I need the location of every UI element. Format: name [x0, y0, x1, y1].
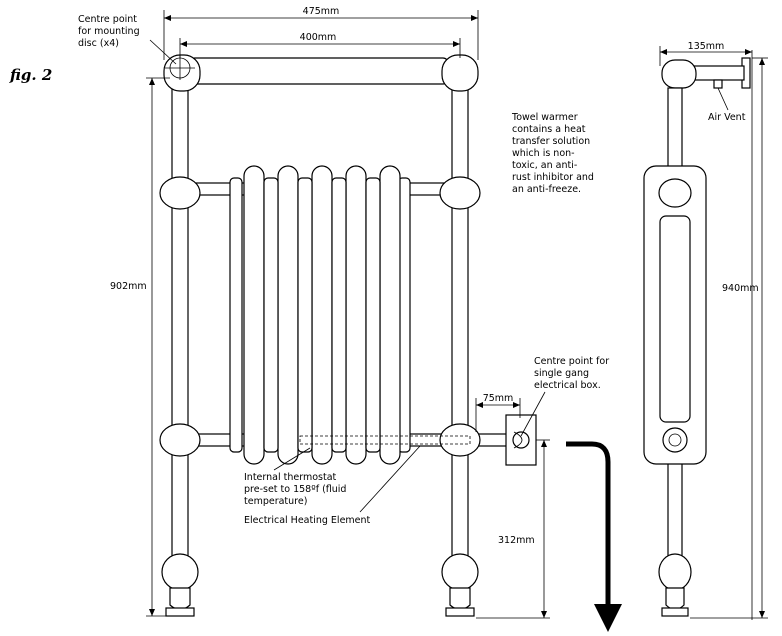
dim-height-left: 902mm [110, 281, 147, 292]
svg-text:Towel warmer: Towel warmer [511, 112, 578, 123]
dim-centres-width: 400mm [300, 32, 337, 43]
side-top-elbow [661, 59, 697, 89]
left-foot-fitting [161, 553, 199, 591]
svg-text:Centre point for: Centre point for [534, 356, 609, 367]
svg-text:an anti-freeze.: an anti-freeze. [512, 184, 581, 195]
svg-text:pre-set to 158ºf (fluid: pre-set to 158ºf (fluid [244, 484, 346, 495]
thermostat-note: Internal thermostat pre-set to 158ºf (fl… [244, 472, 346, 507]
right-foot-fitting [441, 553, 479, 591]
svg-text:temperature): temperature) [244, 496, 307, 507]
svg-text:rust inhibitor and: rust inhibitor and [512, 172, 594, 183]
dim-overall-width: 475mm [303, 6, 340, 17]
mount-point-line-1: Centre point [78, 14, 137, 25]
towel-note: Towel warmer contains a heat transfer so… [511, 112, 594, 195]
left-upper-fitting [159, 176, 201, 210]
side-top-arm [689, 65, 745, 81]
air-vent-nub [713, 79, 723, 89]
top-rail [189, 57, 449, 85]
right-post [451, 77, 469, 589]
top-left-elbow [163, 54, 201, 92]
svg-text:toxic, an anti-: toxic, an anti- [512, 160, 577, 171]
top-right-elbow [441, 54, 479, 92]
right-upper-fitting [439, 176, 481, 210]
front-view: 475mm 400mm 902mm 75mm 312mm [110, 6, 550, 619]
side-view: 135mm 940mm Air Vent [643, 41, 768, 620]
svg-text:transfer solution: transfer solution [512, 136, 590, 147]
svg-text:Internal thermostat: Internal thermostat [244, 472, 337, 483]
left-post [171, 77, 189, 589]
down-arrow-icon [566, 441, 611, 608]
heating-element [299, 435, 471, 445]
mount-point-line-3: disc (x4) [78, 38, 119, 49]
dim-depth: 135mm [688, 41, 725, 52]
dim-offset-box: 75mm [483, 393, 514, 404]
dim-box-height: 312mm [498, 535, 535, 546]
heating-element-label: Electrical Heating Element [244, 515, 371, 526]
air-vent-label: Air Vent [708, 112, 746, 123]
svg-text:electrical box.: electrical box. [534, 380, 601, 391]
gang-box-note: Centre point for single gang electrical … [534, 356, 609, 391]
dim-height-side: 940mm [722, 283, 759, 294]
svg-text:which is non-: which is non- [512, 148, 575, 159]
mount-point-line-2: for mounting [78, 26, 140, 37]
svg-text:single gang: single gang [534, 368, 589, 379]
right-lower-fitting [439, 423, 481, 457]
left-lower-fitting [159, 423, 201, 457]
figure-label: fig. 2 [9, 66, 52, 84]
svg-text:contains a heat: contains a heat [512, 124, 586, 135]
radiator-columns [229, 165, 411, 465]
